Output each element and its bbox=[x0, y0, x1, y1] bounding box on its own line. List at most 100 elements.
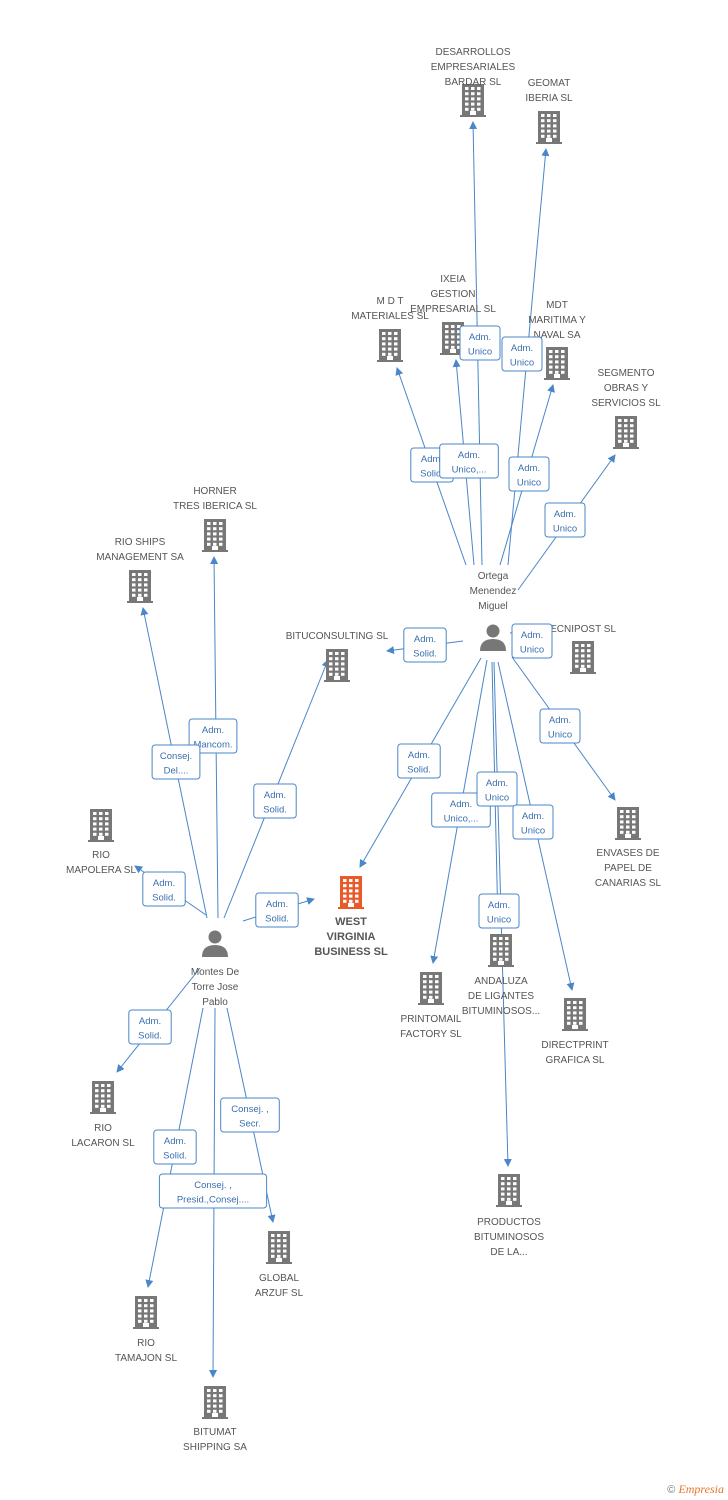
node-label: GESTION bbox=[430, 289, 475, 300]
node-printomail[interactable]: PRINTOMAIL FACTORY SL bbox=[400, 972, 462, 1040]
edge-label-text: Unico bbox=[548, 730, 572, 741]
node-label: EMPRESARIALES bbox=[431, 62, 516, 73]
edge-label[interactable]: Adm.Solid. bbox=[403, 627, 447, 663]
node-label: RIO bbox=[94, 1123, 112, 1134]
edge-label[interactable]: Adm.Solid. bbox=[255, 892, 299, 928]
edge-label[interactable]: Adm.Solid. bbox=[153, 1129, 197, 1165]
node-label: PRINTOMAIL bbox=[401, 1014, 462, 1025]
edge-label[interactable]: Adm.Solid. bbox=[253, 783, 297, 819]
node-label: Torre Jose bbox=[192, 982, 239, 993]
edge-label[interactable]: Adm.Solid. bbox=[397, 743, 441, 779]
edge-label-text: Adm. bbox=[202, 725, 224, 736]
node-label: GRAFICA SL bbox=[546, 1055, 605, 1066]
edge-label-text: Adm. bbox=[414, 634, 436, 645]
edge-label[interactable]: Adm. Unico bbox=[539, 708, 581, 744]
node-label: DIRECTPRINT bbox=[541, 1040, 608, 1051]
edge-label-text: Adm. bbox=[458, 450, 480, 461]
person-icon bbox=[202, 930, 228, 957]
edge-label[interactable]: Adm.Unico bbox=[478, 893, 520, 929]
node-label: Montes De bbox=[191, 967, 240, 978]
node-label: RIO bbox=[92, 850, 110, 861]
node-label: FACTORY SL bbox=[400, 1029, 462, 1040]
node-label: GEOMAT bbox=[528, 78, 571, 89]
building-icon bbox=[202, 1386, 228, 1419]
building-icon bbox=[202, 519, 228, 552]
node-label: BUSINESS SL bbox=[314, 946, 388, 958]
edge-label-text: Del.... bbox=[164, 766, 189, 777]
edge-label[interactable]: Adm.Unico bbox=[508, 456, 550, 492]
node-global_arzuf[interactable]: GLOBAL ARZUF SL bbox=[255, 1231, 304, 1299]
node-label: SEGMENTO bbox=[597, 368, 654, 379]
node-label: ENVASES DE bbox=[596, 848, 659, 859]
person-icon bbox=[480, 624, 506, 651]
edge-label-text: Unico bbox=[485, 793, 509, 804]
copyright-symbol: © bbox=[667, 1484, 676, 1496]
edge-label-text: Solid. bbox=[163, 1151, 187, 1162]
edge-label[interactable]: Adm.Unico bbox=[501, 336, 543, 372]
node-label: GLOBAL bbox=[259, 1273, 299, 1284]
edge-label[interactable]: Adm.Unico bbox=[511, 623, 553, 659]
node-label: HORNER bbox=[193, 486, 236, 497]
edge-label[interactable]: Consej.Del.... bbox=[151, 744, 201, 780]
edge-label-text: Secr. bbox=[239, 1119, 261, 1130]
building-icon bbox=[615, 807, 641, 840]
node-label: MANAGEMENT SA bbox=[96, 552, 184, 563]
edge-label[interactable]: Adm.Unico bbox=[459, 325, 501, 361]
edge-label-text: Unico,... bbox=[444, 814, 479, 825]
edge-label-text: Unico bbox=[520, 645, 544, 656]
building-icon bbox=[88, 809, 114, 842]
edge-label-text: Adm. bbox=[153, 878, 175, 889]
node-rio_tamajon[interactable]: RIO TAMAJON SL bbox=[115, 1296, 177, 1364]
brand-name: Empresia bbox=[678, 1482, 724, 1496]
edge-label[interactable]: Adm.Unico bbox=[476, 771, 518, 807]
node-label: BITUMINOSOS... bbox=[462, 1006, 540, 1017]
edge-label-text: Solid. bbox=[152, 893, 176, 904]
node-label: TAMAJON SL bbox=[115, 1353, 177, 1364]
node-label: VIRGINIA bbox=[327, 931, 376, 943]
building-icon bbox=[570, 641, 596, 674]
edge-label[interactable]: Adm.Mancom. bbox=[188, 718, 238, 754]
edge-label[interactable]: Adm.Solid. bbox=[128, 1009, 172, 1045]
node-tecnipost[interactable]: TECNIPOST SL bbox=[544, 624, 616, 674]
edge-label[interactable]: Adm.Unico bbox=[512, 804, 554, 840]
edge-label[interactable]: Adm.Unico bbox=[544, 502, 586, 538]
edge-label[interactable]: Adm.Unico,... bbox=[431, 792, 491, 828]
building-icon bbox=[127, 570, 153, 603]
edge-label-text: Adm. bbox=[549, 715, 571, 726]
edge-label[interactable]: Consej. ,Presid.,Consej.... bbox=[158, 1173, 268, 1209]
edge-label[interactable]: Consej. ,Secr. bbox=[220, 1097, 280, 1133]
edge-label[interactable]: Adm. Solid. bbox=[142, 871, 186, 907]
node-label: MDT bbox=[546, 300, 568, 311]
building-icon bbox=[460, 84, 486, 117]
edge-label-text: Adm. bbox=[266, 899, 288, 910]
node-label: MARITIMA Y bbox=[528, 315, 586, 326]
edge-label[interactable]: Adm. Unico,... bbox=[439, 443, 499, 479]
building-icon bbox=[418, 972, 444, 1005]
node-label: ARZUF SL bbox=[255, 1288, 304, 1299]
node-directprint[interactable]: DIRECTPRINT GRAFICA SL bbox=[541, 998, 609, 1066]
node-label: RIO bbox=[137, 1338, 155, 1349]
node-label: SERVICIOS SL bbox=[591, 398, 661, 409]
edge-label-text: Unico,... bbox=[452, 465, 487, 476]
node-bituconsulting[interactable]: BITUCONSULTING SL bbox=[286, 631, 389, 682]
building-icon bbox=[536, 111, 562, 144]
